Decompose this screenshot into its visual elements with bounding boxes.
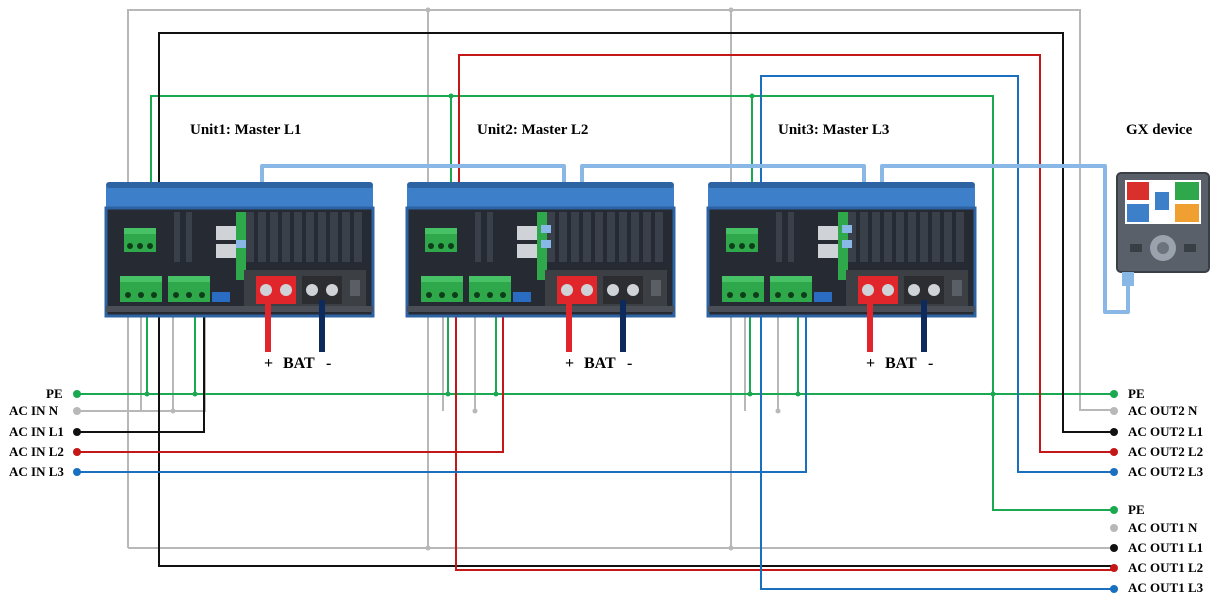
right-terminal-out1-pe: PE xyxy=(1128,502,1145,517)
left-terminal-ac-in-l2: AC IN L2 xyxy=(9,444,64,459)
right-terminal-out1-l2: AC OUT1 L2 xyxy=(1128,560,1204,575)
inverter-unit-2 xyxy=(405,180,676,318)
inverter-unit-3 xyxy=(706,180,977,318)
left-terminal-dots xyxy=(73,390,81,476)
unit-3-bat-label: BAT xyxy=(885,355,917,372)
right-terminal-out2-l3: AC OUT2 L3 xyxy=(1128,464,1204,479)
left-terminal-ac-in-l1: AC IN L1 xyxy=(9,424,64,439)
unit-3-bat-plus: + xyxy=(866,355,876,372)
unit-2-bat-label: BAT xyxy=(584,355,616,372)
unit-1-bat-label: BAT xyxy=(283,355,315,372)
right-terminal-out2-l2: AC OUT2 L2 xyxy=(1128,444,1204,459)
battery-cables xyxy=(265,300,927,352)
right-terminal-out2-n: AC OUT2 N xyxy=(1128,403,1198,418)
unit-2-bat-plus: + xyxy=(565,355,575,372)
right-terminal-out1-n: AC OUT1 N xyxy=(1128,520,1198,535)
inverter-unit-1 xyxy=(104,180,375,318)
unit-3-title: Unit3: Master L3 xyxy=(778,122,890,138)
unit-1-title: Unit1: Master L1 xyxy=(190,122,302,138)
unit-3-bat-minus: - xyxy=(928,355,934,372)
gx-device xyxy=(1116,172,1210,286)
unit-2-title: Unit2: Master L2 xyxy=(477,122,589,138)
unit-2-bat-minus: - xyxy=(627,355,633,372)
left-terminal-pe: PE xyxy=(46,386,63,401)
unit-1-bat-minus: - xyxy=(326,355,332,372)
right-terminal-out1-l3: AC OUT1 L3 xyxy=(1128,580,1204,595)
right-terminal-out1-l1: AC OUT1 L1 xyxy=(1128,540,1204,555)
right-terminal-dots xyxy=(1110,390,1118,593)
gx-device-title: GX device xyxy=(1126,122,1193,138)
unit-1-bat-plus: + xyxy=(264,355,274,372)
left-terminal-ac-in-n: AC IN N xyxy=(9,403,59,418)
left-terminal-ac-in-l3: AC IN L3 xyxy=(9,464,64,479)
right-terminal-out2-l1: AC OUT2 L1 xyxy=(1128,424,1204,439)
right-terminal-out2-pe: PE xyxy=(1128,386,1145,401)
